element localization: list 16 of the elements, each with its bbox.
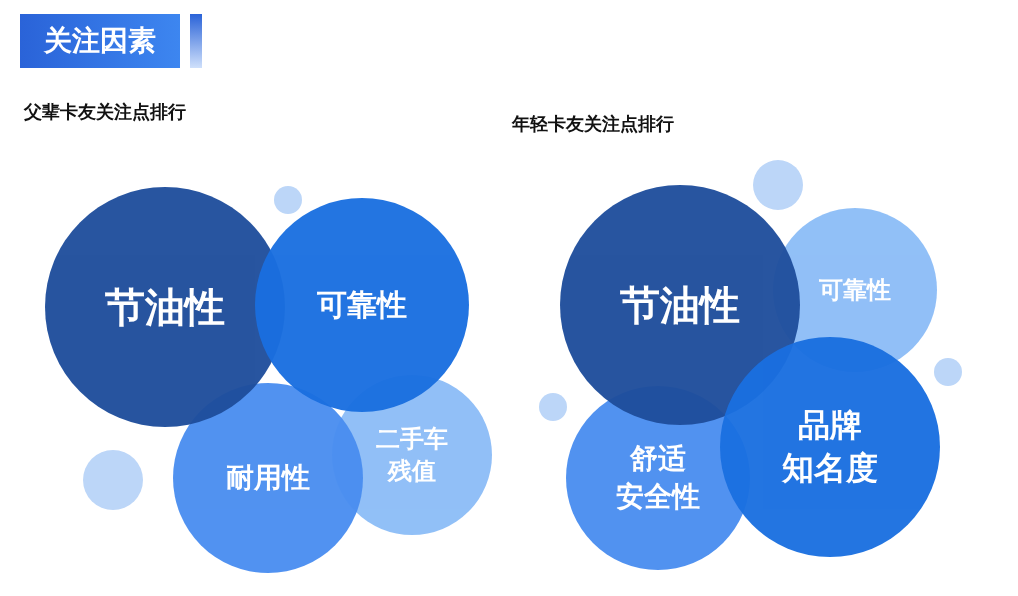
section-heading: 父辈卡友关注点排行	[24, 100, 186, 124]
topic-label: 节油性	[105, 283, 225, 332]
topic-label: 节油性	[620, 281, 740, 330]
topic-label: 品牌知名度	[782, 404, 878, 489]
topic-label: 二手车残值	[376, 423, 448, 487]
topic-label: 舒适安全性	[616, 441, 700, 515]
decorative-circle	[539, 393, 567, 421]
topic-label: 可靠性	[317, 285, 407, 324]
topic-label: 可靠性	[819, 274, 891, 306]
title-banner: 关注因素	[20, 14, 180, 68]
decorative-circle	[83, 450, 143, 510]
decorative-circle	[753, 160, 803, 210]
section-heading: 年轻卡友关注点排行	[512, 112, 674, 136]
decorative-circle	[274, 186, 302, 214]
topic-label: 耐用性	[226, 460, 310, 497]
decorative-circle	[934, 358, 962, 386]
